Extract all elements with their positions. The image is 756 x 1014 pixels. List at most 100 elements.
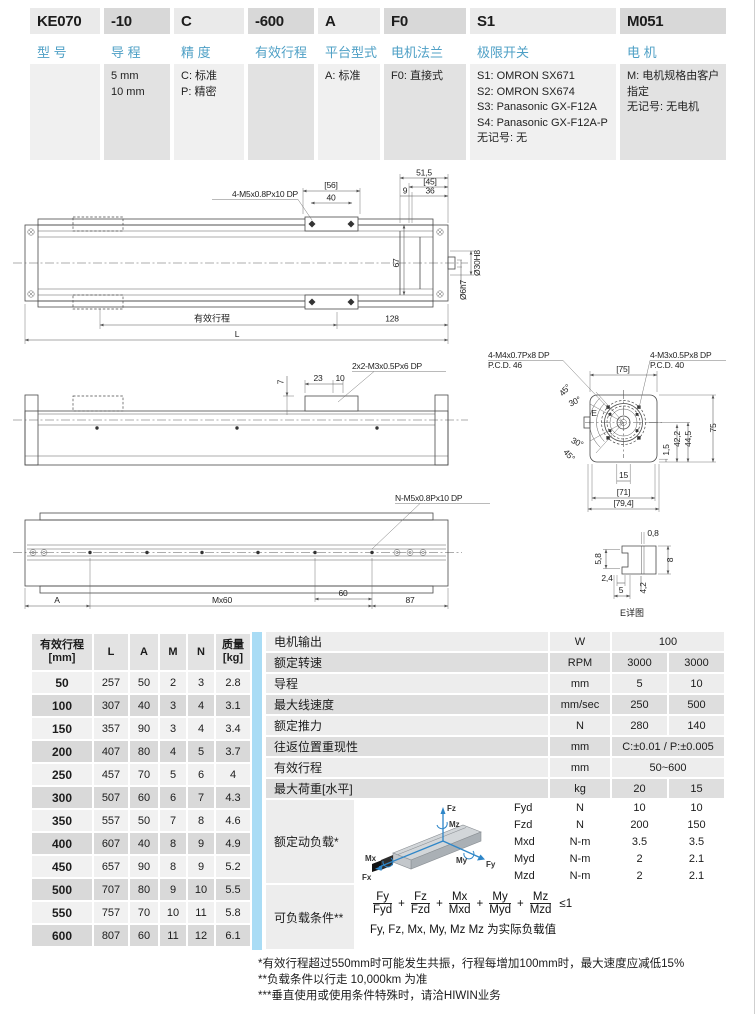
dim-label: 9	[403, 186, 408, 196]
cell-mass: 5.8	[216, 902, 250, 923]
cell-N: 10	[188, 879, 214, 900]
spec-label: 有效行程	[266, 758, 548, 777]
model-code: KE070	[30, 8, 100, 34]
dim-label: 30°	[567, 394, 582, 408]
table-row: 100 307 40 3 4 3.1	[32, 695, 250, 716]
drawing-end-view: E 45° 30° 30° 45° 4-M4x0.7Px8 DP P.C.D. …	[488, 350, 726, 512]
drawing-side-view: 7 23 10 2x2-M3x0.5Px6 DP	[13, 361, 468, 466]
footnotes: *有效行程超过550mm时可能发生共振，行程每增加100mm时，最大速度应减低1…	[258, 956, 684, 1004]
load-name: Myd	[514, 852, 535, 865]
model-col-label: 电机法兰	[391, 45, 444, 60]
spec-label: 额定推力	[266, 716, 548, 735]
spec-value: 15	[669, 779, 724, 798]
cell-A: 60	[130, 925, 158, 946]
cell-mass: 5.2	[216, 856, 250, 877]
cell-N: 3	[188, 672, 214, 693]
cell-mass: 6.1	[216, 925, 250, 946]
spec-value: 5	[612, 674, 667, 693]
technical-drawings: 4-M5x0.8Px10 DP [56] 40 51,5 [45] 9 36 6…	[13, 168, 726, 618]
cell-stroke: 550	[32, 902, 92, 923]
spec-table: 电机输出 W 100 额定转速 RPM 3000 3000 导程 mm 5 10…	[266, 632, 724, 949]
dim-label: [56]	[324, 180, 337, 190]
spec-unit: kg	[550, 779, 610, 798]
spec-label: 最大荷重[水平]	[266, 779, 548, 798]
detail-line: A: 标准	[325, 70, 361, 82]
detail-line: S3: Panasonic GX-F12A	[477, 101, 597, 113]
plus-sign: +	[516, 897, 524, 910]
cell-stroke: 600	[32, 925, 92, 946]
spec-unit: N	[550, 716, 610, 735]
spec-value: 50~600	[612, 758, 724, 777]
spec-value: 250	[612, 695, 667, 714]
footnote-line: **负载条件以行走 10,000km 为准	[258, 974, 428, 986]
cell-M: 7	[160, 810, 186, 831]
spec-value: C:±0.01 / P:±0.005	[612, 737, 724, 756]
spec-value: 10	[669, 674, 724, 693]
model-code: A	[318, 8, 380, 34]
cell-M: 9	[160, 879, 186, 900]
cell-A: 60	[130, 787, 158, 808]
model-code: S1	[470, 8, 616, 34]
drawing-top-view: 4-M5x0.8Px10 DP [56] 40 51,5 [45] 9 36 6…	[13, 168, 482, 344]
table-row: 250 457 70 5 6 4	[32, 764, 250, 785]
load-value: 150	[687, 818, 706, 831]
model-col-label: 导 程	[111, 45, 141, 60]
model-code: F0	[384, 8, 466, 34]
cell-A: 50	[130, 810, 158, 831]
cell-A: 40	[130, 833, 158, 854]
load-value: 2.1	[688, 869, 705, 882]
page-right-edge	[754, 0, 755, 1014]
table-row: 50 257 50 2 3 2.8	[32, 672, 250, 693]
axis-label-mz: Mz	[449, 820, 460, 829]
cell-A: 80	[130, 879, 158, 900]
table-row: 350 557 50 7 8 4.6	[32, 810, 250, 831]
dim-label: 42,2	[672, 431, 682, 447]
dim-label: 23	[313, 373, 323, 383]
axis-label-fy: Fy	[486, 860, 496, 869]
spec-value: 3000	[669, 653, 724, 672]
callout-top-threads: 2x2-M3x0.5Px6 DP	[352, 361, 423, 371]
load-value: 3.5	[631, 835, 648, 848]
model-col-label: 精 度	[181, 45, 211, 60]
dim-label: 36	[425, 186, 435, 196]
drawing-e-detail: 0,8 5,8 8 2,4 5 4,2 E详图	[593, 528, 675, 618]
cell-L: 307	[94, 695, 128, 716]
cell-mass: 4	[216, 764, 250, 785]
plus-sign: +	[398, 897, 405, 910]
detail-line: 无记号: 无	[477, 132, 528, 144]
model-code: M051	[620, 8, 726, 34]
detail-line: S4: Panasonic GX-F12A-P	[477, 116, 608, 129]
dim-label: 87	[405, 595, 415, 605]
table-row: 500 707 80 9 10 5.5	[32, 879, 250, 900]
dim-label: A	[54, 595, 60, 605]
cell-mass: 4.3	[216, 787, 250, 808]
actuator-axes-illustration: Fz Mz Mx Fx My Fy	[356, 800, 506, 883]
spec-value: 20	[612, 779, 667, 798]
cell-M: 4	[160, 741, 186, 762]
cell-L: 657	[94, 856, 128, 877]
load-unit: N	[576, 801, 584, 814]
detail-line: M: 电机规格由客户指定	[627, 70, 720, 98]
model-col-details: F0: 直接式	[384, 64, 466, 160]
load-condition-label: 可负载条件**	[266, 885, 354, 949]
plus-sign: +	[436, 897, 443, 910]
spec-label: 电机输出	[266, 632, 548, 651]
dim-label: 5,8	[593, 553, 603, 565]
load-unit: N-m	[569, 869, 591, 882]
col-header-N: N	[188, 634, 214, 670]
cell-N: 5	[188, 741, 214, 762]
dim-label: 45°	[561, 447, 577, 463]
model-col-label: 极限开关	[477, 45, 530, 60]
cell-stroke: 200	[32, 741, 92, 762]
dim-label: Ø6h7	[458, 280, 468, 300]
spec-unit: mm	[550, 674, 610, 693]
cell-M: 11	[160, 925, 186, 946]
dim-label: 5	[619, 585, 624, 595]
load-name: Mzd	[514, 869, 535, 882]
table-row: 200 407 80 4 5 3.7	[32, 741, 250, 762]
load-value: 200	[630, 818, 649, 831]
